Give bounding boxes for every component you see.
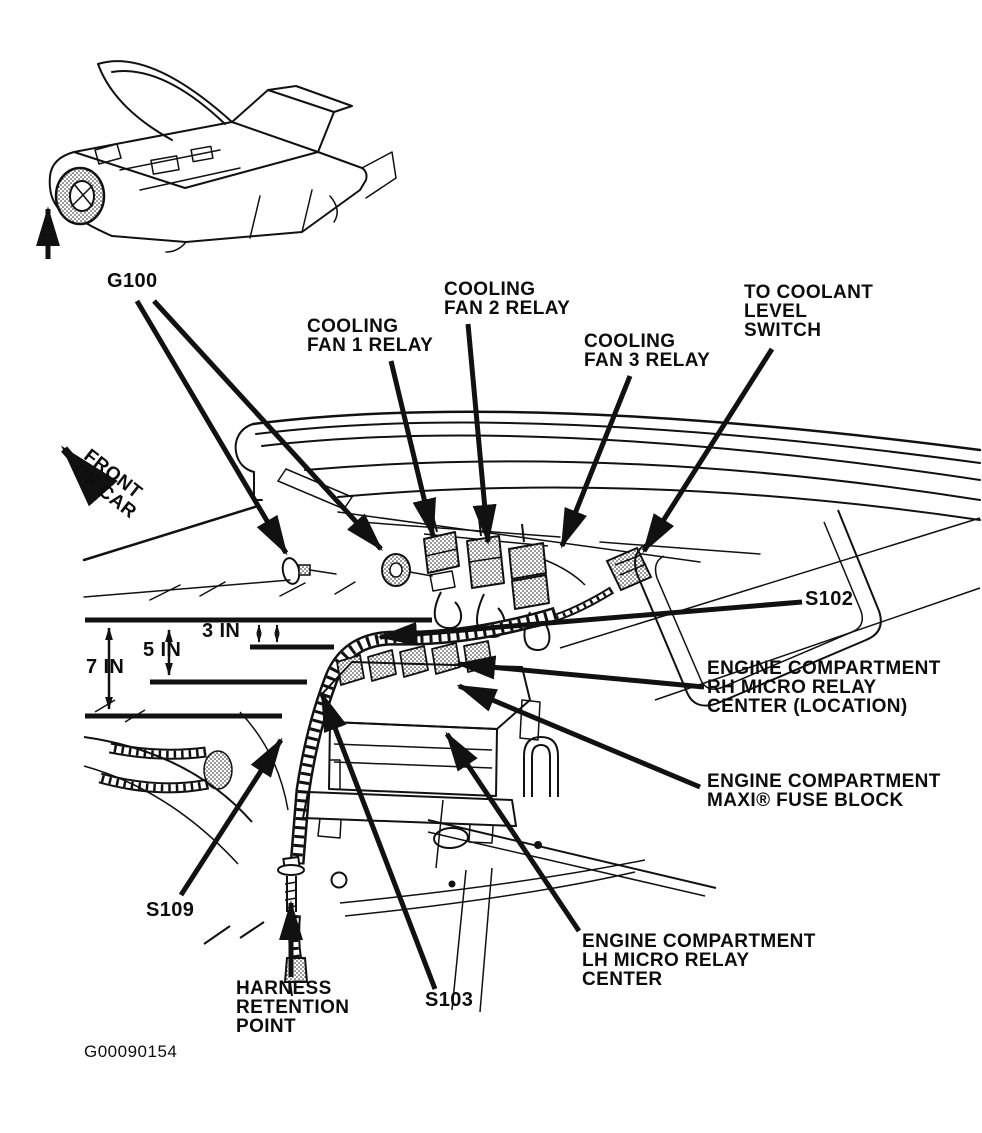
callout-coolant-level-switch: TO COOLANT LEVEL SWITCH <box>744 282 874 341</box>
leader-coolant-switch <box>641 347 775 554</box>
panel-slot <box>523 735 559 797</box>
measurement-lines <box>85 617 432 719</box>
ground-point-g100-b <box>381 553 433 587</box>
callout-lh-micro-relay-center: ENGINE COMPARTMENT LH MICRO RELAY CENTER <box>582 931 816 990</box>
leader-rh-relay-center <box>455 655 705 690</box>
callout-g100: G100 <box>107 270 158 292</box>
callout-s103: S103 <box>425 989 474 1011</box>
leader-fan2 <box>465 323 497 545</box>
figure-id: G00090154 <box>84 1042 178 1061</box>
harness-retention-bolt <box>277 855 305 912</box>
ground-point-g100-a <box>281 557 337 585</box>
leader-g100-a <box>134 299 289 556</box>
callout-leaders <box>36 206 803 990</box>
firewall-and-grounds <box>82 504 433 601</box>
leader-g100-b <box>152 299 383 552</box>
fan-3-relay-part <box>508 542 586 651</box>
callout-maxi-fuse-block: ENGINE COMPARTMENT MAXI® FUSE BLOCK <box>707 771 941 811</box>
leader-lh-relay-center <box>444 731 582 933</box>
fan-1-relay-part <box>423 531 463 630</box>
harness-branches <box>98 742 233 794</box>
leader-fan3 <box>559 375 633 549</box>
leader-fan1 <box>388 360 436 539</box>
callout-harness-retention-point: HARNESS RETENTION POINT <box>236 978 350 1037</box>
car-overview-sketch <box>48 60 397 253</box>
measure-label-3in: 3 IN <box>202 620 241 642</box>
measure-label-7in: 7 IN <box>86 656 125 678</box>
leader-s103 <box>319 691 438 990</box>
measure-label-5in: 5 IN <box>143 639 182 661</box>
leader-maxi-fuse-block <box>456 683 701 790</box>
callout-s102: S102 <box>805 588 854 610</box>
lower-panels <box>203 799 717 1013</box>
callout-cooling-fan-3-relay: COOLING FAN 3 RELAY <box>584 331 711 371</box>
callout-cooling-fan-1-relay: COOLING FAN 1 RELAY <box>307 316 434 356</box>
leader-s102 <box>377 599 803 646</box>
front-of-car-arrow <box>60 445 118 507</box>
callout-rh-micro-relay-center: ENGINE COMPARTMENT RH MICRO RELAY CENTER… <box>707 658 941 717</box>
leader-s109 <box>178 737 284 897</box>
callout-cooling-fan-2-relay: COOLING FAN 2 RELAY <box>444 279 571 319</box>
callout-s109: S109 <box>146 899 195 921</box>
right-fender <box>559 509 981 707</box>
